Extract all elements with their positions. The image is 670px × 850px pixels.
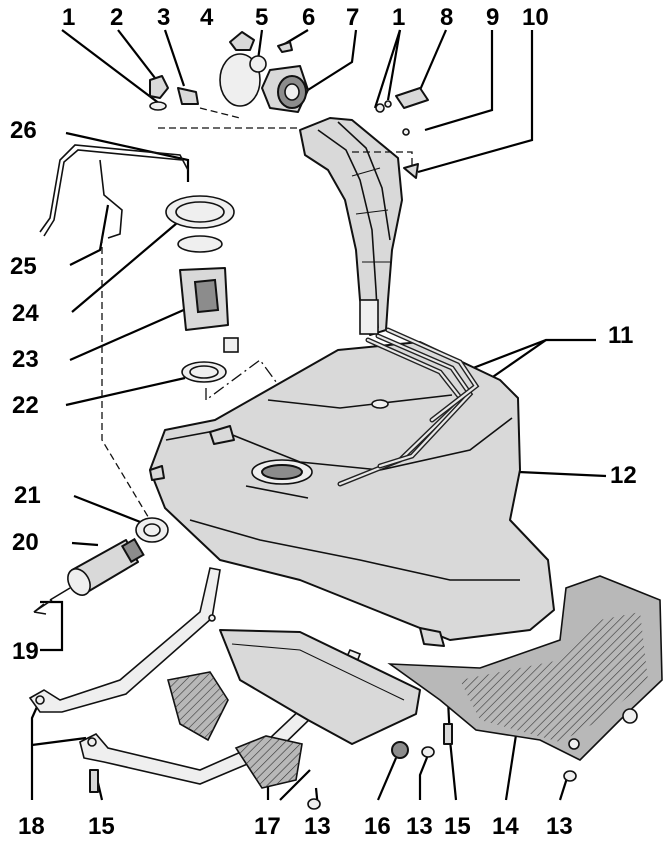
callout-13-left: 13 — [304, 813, 331, 840]
callout-24: 24 — [12, 300, 39, 327]
fuel-filter — [33, 517, 169, 615]
callout-17: 17 — [254, 813, 281, 840]
callout-25: 25 — [10, 253, 37, 280]
callout-16: 16 — [364, 813, 391, 840]
callout-22: 22 — [12, 392, 39, 419]
callout-1-top-left: 1 — [62, 4, 76, 31]
filler-neck — [299, 117, 403, 336]
callout-23: 23 — [12, 346, 39, 373]
callout-13-middle: 13 — [406, 813, 433, 840]
callout-1-top-right: 1 — [392, 4, 406, 31]
heat-shields — [167, 575, 663, 789]
callout-11: 11 — [608, 322, 634, 349]
fasteners — [89, 723, 577, 810]
fuel-lines — [337, 327, 480, 487]
fuel-pump-assembly — [39, 144, 283, 521]
callout-8: 8 — [440, 4, 454, 31]
callout-20: 20 — [12, 529, 39, 556]
callout-12: 12 — [610, 462, 637, 489]
callout-9: 9 — [486, 4, 500, 31]
callout-14: 14 — [492, 813, 519, 840]
callout-18: 18 — [18, 813, 45, 840]
filler-cap-group — [219, 31, 309, 113]
callout-26: 26 — [10, 117, 37, 144]
callout-6: 6 — [302, 4, 316, 31]
callout-19: 19 — [12, 638, 39, 665]
callout-15-left: 15 — [88, 813, 115, 840]
fuel-tank — [149, 341, 555, 647]
callout-5: 5 — [255, 4, 269, 31]
callout-21: 21 — [14, 482, 41, 509]
callout-3: 3 — [157, 4, 171, 31]
callout-15-right: 15 — [444, 813, 471, 840]
callout-10: 10 — [522, 4, 549, 31]
callout-2: 2 — [110, 4, 124, 31]
callout-4: 4 — [200, 4, 214, 31]
small-fittings — [149, 75, 429, 179]
callout-7: 7 — [346, 4, 360, 31]
callout-13-right: 13 — [546, 813, 573, 840]
